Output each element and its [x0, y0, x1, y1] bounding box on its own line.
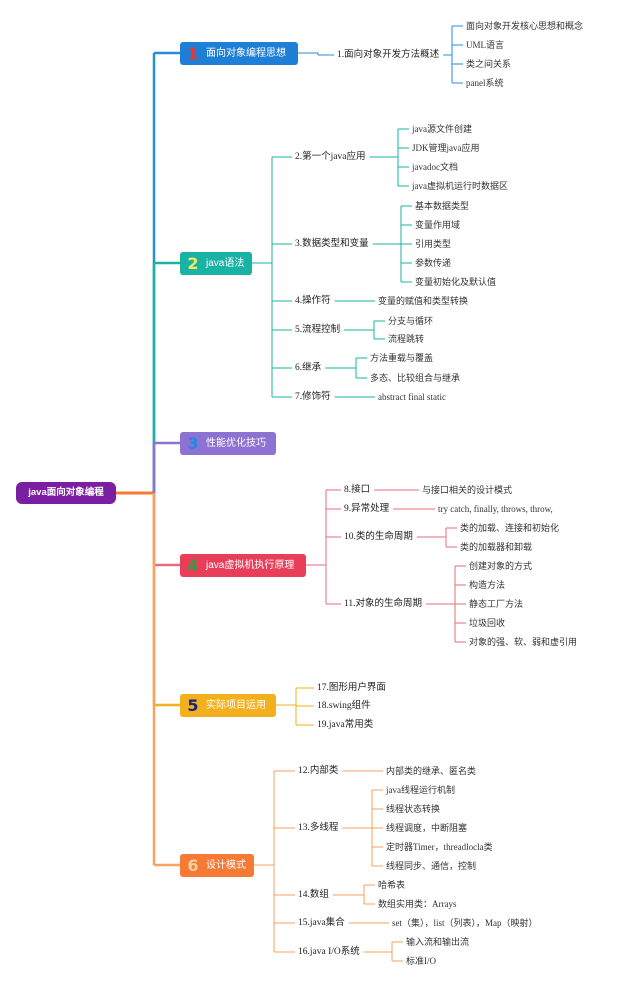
- branch-node-4[interactable]: 4 java虚拟机执行原理: [180, 553, 306, 577]
- leaf-node[interactable]: 类之间关系: [466, 59, 512, 69]
- leaf-node[interactable]: 类的加载、连接和初始化: [460, 523, 560, 533]
- leaf-node[interactable]: 线程同步、通信，控制: [386, 861, 477, 871]
- leaf-node[interactable]: 垃圾回收: [469, 618, 506, 628]
- leaf-node[interactable]: 输入流和输出流: [406, 937, 470, 947]
- item-node[interactable]: 11.对象的生命周期: [344, 599, 423, 609]
- branch-label: java虚拟机执行原理: [206, 559, 295, 571]
- leaf-node[interactable]: 标准I/O: [406, 956, 436, 966]
- item-node[interactable]: 10.类的生命周期: [344, 532, 413, 542]
- leaf-node[interactable]: 参数传递: [415, 258, 452, 268]
- item-node[interactable]: 8.接口: [344, 485, 371, 495]
- leaf-node[interactable]: 静态工厂方法: [469, 599, 524, 609]
- leaf-node[interactable]: UML语言: [466, 40, 504, 50]
- leaf-node[interactable]: 哈希表: [378, 880, 406, 890]
- branch-label: 设计模式: [206, 859, 246, 871]
- branch-number: 3: [187, 433, 199, 453]
- leaf-node[interactable]: 创建对象的方式: [469, 561, 533, 571]
- leaf-node[interactable]: 变量作用域: [415, 220, 461, 230]
- leaf-node[interactable]: 定时器Timer，threadlocla类: [386, 842, 493, 852]
- branch-node-2[interactable]: 2 java语法: [180, 251, 252, 275]
- leaf-node[interactable]: panel系统: [466, 78, 504, 88]
- item-node[interactable]: 19.java常用类: [317, 720, 374, 730]
- leaf-node[interactable]: 分支与循环: [388, 316, 434, 326]
- leaf-node[interactable]: 引用类型: [415, 239, 452, 249]
- leaf-node[interactable]: 与接口相关的设计模式: [422, 485, 513, 495]
- leaf-node[interactable]: java线程运行机制: [386, 785, 455, 795]
- leaf-node[interactable]: 基本数据类型: [415, 201, 470, 211]
- item-node[interactable]: 12.内部类: [298, 766, 339, 776]
- leaf-node[interactable]: 类的加载器和卸载: [460, 542, 533, 552]
- branch-number: 1: [187, 43, 199, 63]
- leaf-node[interactable]: 面向对象开发核心思想和概念: [466, 21, 584, 31]
- branch-number: 4: [187, 555, 199, 575]
- leaf-node[interactable]: try catch, finally, throws, throw,: [438, 504, 553, 514]
- leaf-node[interactable]: 流程跳转: [388, 334, 425, 344]
- item-node[interactable]: 15.java集合: [298, 918, 345, 928]
- leaf-node[interactable]: 内部类的继承、匿名类: [386, 766, 477, 776]
- branch-label: 性能优化技巧: [206, 437, 266, 449]
- item-node[interactable]: 14.数组: [298, 890, 329, 900]
- leaf-node[interactable]: 变量初始化及默认值: [415, 277, 497, 287]
- branch-number: 6: [187, 855, 199, 875]
- item-node[interactable]: 13.多线程: [298, 823, 339, 833]
- leaf-node[interactable]: 构造方法: [469, 580, 506, 590]
- item-node[interactable]: 7.修饰符: [295, 392, 331, 402]
- item-node[interactable]: 5.流程控制: [295, 325, 341, 335]
- root-node[interactable]: java面向对象编程: [16, 482, 116, 504]
- branch-node-1[interactable]: 1 面向对象编程思想: [180, 41, 298, 65]
- leaf-node[interactable]: 线程调度，中断阻塞: [386, 823, 468, 833]
- branch-node-5[interactable]: 5 实际项目运用: [180, 693, 276, 717]
- leaf-node[interactable]: abstract final static: [378, 392, 446, 402]
- leaf-node[interactable]: java虚拟机运行时数据区: [412, 181, 508, 191]
- branch-label: 实际项目运用: [206, 699, 266, 711]
- leaf-node[interactable]: 变量的赋值和类型转换: [378, 296, 469, 306]
- item-node[interactable]: 17.图形用户界面: [317, 683, 386, 693]
- branch-node-6[interactable]: 6 设计模式: [180, 853, 254, 877]
- leaf-node[interactable]: 数组实用类：Arrays: [378, 899, 457, 909]
- branch-number: 5: [187, 695, 199, 715]
- branch-number: 2: [187, 253, 199, 273]
- leaf-node[interactable]: java源文件创建: [412, 124, 472, 134]
- item-node[interactable]: 9.异常处理: [344, 504, 390, 514]
- item-node[interactable]: 2.第一个java应用: [295, 152, 366, 162]
- leaf-node[interactable]: 方法重载与覆盖: [370, 353, 434, 363]
- leaf-node[interactable]: set（集），list（列表），Map（映射）: [392, 918, 538, 928]
- item-node[interactable]: 1.面向对象开发方法概述: [337, 50, 440, 60]
- item-node[interactable]: 16.java I/O系统: [298, 947, 360, 957]
- item-node[interactable]: 6.继承: [295, 363, 322, 373]
- leaf-node[interactable]: 对象的强、软、弱和虚引用: [469, 637, 578, 647]
- branch-label: java语法: [206, 257, 245, 269]
- branch-node-3[interactable]: 3 性能优化技巧: [180, 431, 276, 455]
- leaf-node[interactable]: 多态、比较组合与继承: [370, 373, 461, 383]
- leaf-node[interactable]: javadoc文档: [412, 162, 458, 172]
- item-node[interactable]: 4.操作符: [295, 296, 331, 306]
- branch-label: 面向对象编程思想: [206, 47, 286, 59]
- leaf-node[interactable]: JDK管理java应用: [412, 143, 480, 153]
- leaf-node[interactable]: 线程状态转换: [386, 804, 441, 814]
- item-node[interactable]: 3.数据类型和变量: [295, 239, 369, 249]
- item-node[interactable]: 18.swing组件: [317, 701, 371, 711]
